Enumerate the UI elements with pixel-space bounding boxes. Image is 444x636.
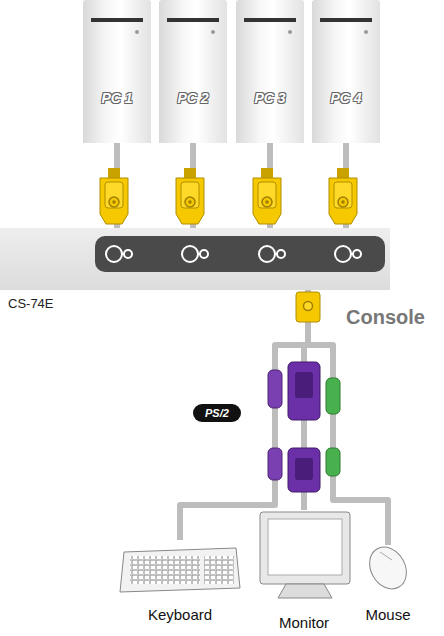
kvm-switch: CS-74E — [0, 228, 390, 290]
console-plug — [296, 292, 320, 322]
vga-plug — [100, 168, 128, 224]
pc-tower: PC 2 — [159, 0, 227, 143]
port — [335, 246, 361, 262]
panel — [95, 236, 385, 272]
mouse-picture — [362, 540, 413, 595]
port-panel — [0, 228, 390, 290]
power-led — [135, 30, 139, 34]
pc-tower-label: PC 1 — [83, 90, 151, 106]
vga-plug — [176, 168, 204, 224]
pc-tower: PC 4 — [312, 0, 380, 143]
mouse-label: Mouse — [365, 606, 410, 623]
monitor: Monitor — [258, 510, 350, 600]
power-led — [288, 30, 292, 34]
pc-tower: PC 3 — [236, 0, 304, 143]
pc-tower: PC 1 — [83, 0, 151, 143]
kvm-switch-label: CS-74E — [8, 296, 54, 311]
drive-slot — [91, 18, 143, 22]
drive-slot — [320, 18, 372, 22]
port — [182, 246, 208, 262]
drive-slot — [167, 18, 219, 22]
mouse: Mouse — [366, 545, 410, 592]
console-label: Console — [346, 306, 425, 329]
ps2-badge: PS/2 — [193, 404, 241, 422]
pc-tower-label: PC 4 — [312, 90, 380, 106]
monitor-picture — [260, 512, 350, 598]
power-led — [364, 30, 368, 34]
power-led — [211, 30, 215, 34]
vga-plug — [329, 168, 357, 224]
vga-plug — [253, 168, 281, 224]
port — [106, 246, 132, 262]
cable — [308, 290, 388, 545]
drive-slot — [244, 18, 296, 22]
keyboard-picture — [120, 548, 240, 592]
monitor-label: Monitor — [279, 614, 329, 631]
ps2-badge-label: PS/2 — [205, 407, 229, 419]
device-plugs — [268, 448, 340, 492]
keyboard-label: Keyboard — [148, 606, 212, 623]
pc-tower-label: PC 3 — [236, 90, 304, 106]
pc-tower-label: PC 2 — [159, 90, 227, 106]
splitter-plugs — [268, 362, 340, 420]
port — [259, 246, 285, 262]
keyboard: Keyboard — [120, 540, 240, 592]
